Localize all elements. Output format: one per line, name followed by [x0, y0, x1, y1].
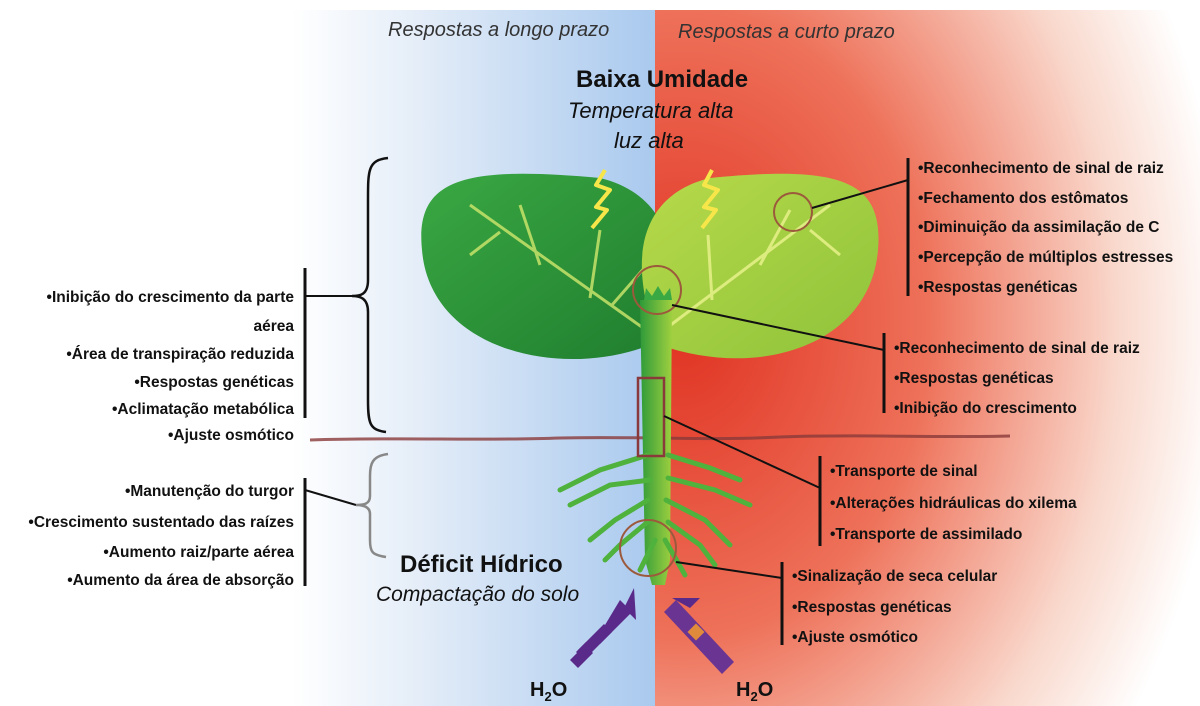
water-label-left: H2O — [530, 680, 567, 703]
left-root-item: •Aumento raiz/parte aérea — [103, 545, 294, 561]
top-stress-line3: luz alta — [614, 130, 684, 152]
left-shoot-item: •Inibição do crescimento da parte — [47, 290, 294, 306]
right-leaf-item: •Percepção de múltiplos estresses — [918, 250, 1173, 266]
water-label-left-o: O — [552, 679, 568, 701]
right-root-item: •Ajuste osmótico — [792, 630, 918, 646]
left-root-item: •Crescimento sustentado das raízes — [28, 515, 294, 531]
right-root-item: •Sinalização de seca celular — [792, 569, 997, 585]
left-shoot-item: •Área de transpiração reduzida — [66, 347, 294, 363]
water-label-right-sub: 2 — [750, 689, 757, 704]
right-apex-item: •Respostas genéticas — [894, 371, 1054, 387]
right-root-item: •Respostas genéticas — [792, 600, 952, 616]
right-stem-item: •Alterações hidráulicas do xilema — [830, 496, 1077, 512]
right-apex-item: •Reconhecimento de sinal de raiz — [894, 341, 1140, 357]
top-stress-title: Baixa Umidade — [576, 68, 748, 92]
right-leaf-item: •Respostas genéticas — [918, 280, 1078, 296]
water-label-right: H2O — [736, 680, 773, 703]
water-label-left-h: H — [530, 679, 544, 701]
right-apex-item: •Inibição do crescimento — [894, 401, 1077, 417]
left-root-item: •Aumento da área de absorção — [67, 573, 294, 589]
left-shoot-item: •Respostas genéticas — [134, 375, 294, 391]
left-shoot-item: •Ajuste osmótico — [168, 428, 294, 444]
right-leaf-item: •Fechamento dos estômatos — [918, 191, 1128, 207]
right-stem-item: •Transporte de sinal — [830, 464, 978, 480]
water-label-left-sub: 2 — [544, 689, 551, 704]
right-leaf-item: •Reconhecimento de sinal de raiz — [918, 161, 1164, 177]
right-stem-item: •Transporte de assimilado — [830, 527, 1022, 543]
water-label-right-h: H — [736, 679, 750, 701]
top-stress-line2: Temperatura alta — [568, 100, 734, 122]
bottom-stress-title: Déficit Hídrico — [400, 553, 563, 577]
short-term-header: Respostas a curto prazo — [678, 22, 895, 42]
bottom-stress-subtitle: Compactação do solo — [376, 584, 579, 605]
left-root-item: •Manutenção do turgor — [125, 484, 294, 500]
left-shoot-item: •Aclimatação metabólica — [112, 402, 294, 418]
water-label-right-o: O — [758, 679, 774, 701]
left-shoot-item: aérea — [253, 319, 294, 335]
right-leaf-item: •Diminuição da assimilação de C — [918, 220, 1159, 236]
long-term-header: Respostas a longo prazo — [388, 20, 609, 40]
